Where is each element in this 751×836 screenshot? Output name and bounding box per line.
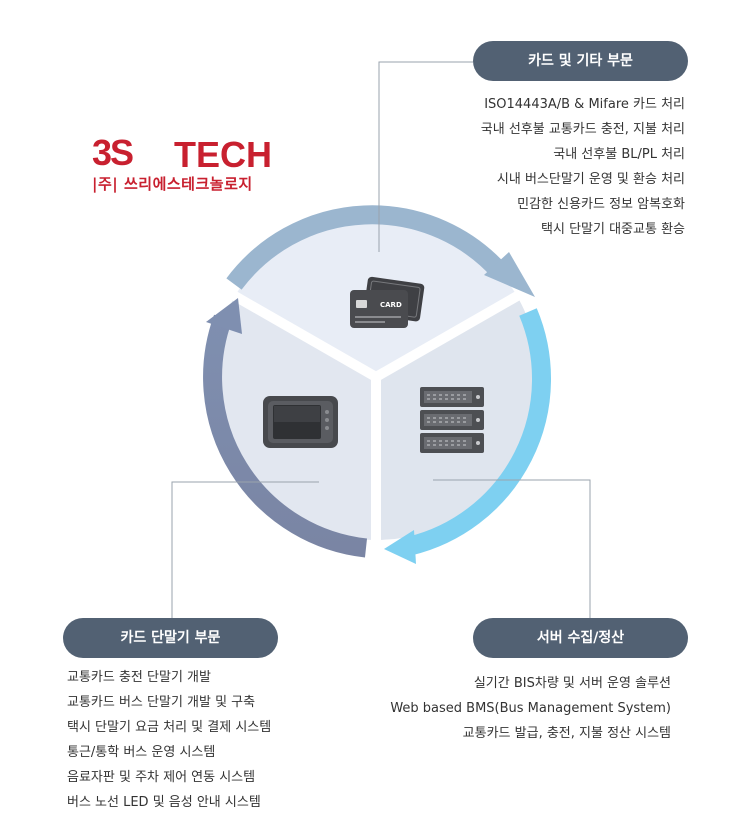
arrow-left-head [206,298,242,334]
section-title-terminal: 카드 단말기 부문 [63,618,278,658]
card-terminal-icon [263,396,338,448]
arrow-right-head [384,530,416,564]
server-feature-list: 실기간 BIS차량 및 서버 운영 솔루션 Web based BMS(Bus … [390,671,671,746]
leader-server [433,479,591,618]
list-item: 교통카드 발급, 충전, 지불 정산 시스템 [462,726,671,741]
list-item: 버스 노선 LED 및 음성 안내 시스템 [67,795,261,810]
arrow-top-head [484,252,535,297]
list-item: 실기간 BIS차량 및 서버 운영 솔루션 [473,676,671,691]
list-item: ISO14443A/B & Mifare 카드 처리 [484,97,685,112]
divider-right [373,290,522,382]
divider-left [230,290,379,382]
logo-name: TECH [174,134,272,175]
arrow-left [203,314,368,558]
list-item: 음료자판 및 주차 제어 연동 시스템 [67,770,256,785]
list-item: Web based BMS(Bus Management System) [390,701,671,716]
logo-subtitle: |주| 쓰리에스테크놀로지 [92,175,253,193]
list-item: 교통카드 충전 단말기 개발 [67,670,211,685]
section-title-card: 카드 및 기타 부문 [473,41,688,81]
list-item: 통근/통학 버스 운영 시스템 [67,745,216,760]
arrow-right [407,308,551,556]
leader-card [378,61,473,252]
list-item: 민감한 신용카드 정보 암복호화 [517,197,685,212]
list-item: 택시 단말기 대중교통 환승 [541,222,685,237]
logo-mark: 3S [92,132,134,173]
terminal-feature-list: 교통카드 충전 단말기 개발 교통카드 버스 단말기 개발 및 구축 택시 단말… [67,665,271,815]
section-title-server: 서버 수집/정산 [473,618,688,658]
list-item: 국내 선후불 BL/PL 처리 [553,147,685,162]
list-item: 시내 버스단말기 운영 및 환승 처리 [496,172,685,187]
leader-terminal [171,481,319,618]
arrow-top [226,205,508,290]
list-item: 교통카드 버스 단말기 개발 및 구축 [67,695,256,710]
server-rack-icon [420,387,484,453]
card-feature-list: ISO14443A/B & Mifare 카드 처리 국내 선후불 교통카드 충… [481,92,685,242]
company-logo: 3S TECH |주| 쓰리에스테크놀로지 [92,133,272,197]
credit-card-icon: CARD [350,276,425,328]
list-item: 택시 단말기 요금 처리 및 결제 시스템 [67,720,272,735]
card-icon-label: CARD [380,301,402,309]
list-item: 국내 선후불 교통카드 충전, 지불 처리 [480,122,685,137]
